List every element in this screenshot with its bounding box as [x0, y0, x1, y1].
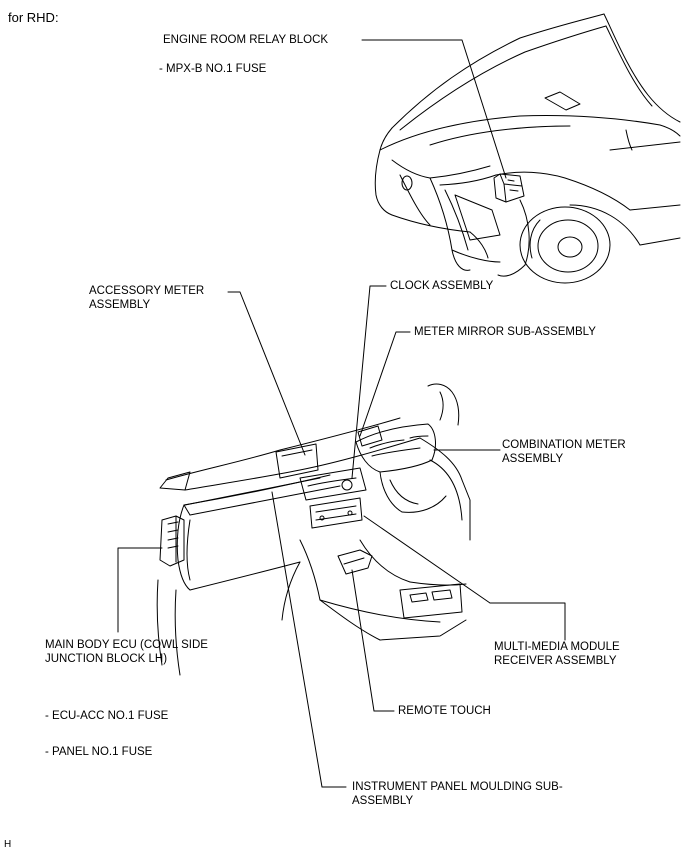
car-front-drawing	[374, 13, 681, 284]
leader-lines	[117, 39, 566, 788]
label-remote-touch: REMOTE TOUCH	[398, 705, 491, 717]
figure-code: H	[4, 839, 12, 850]
label-multi-media-module: MULTI-MEDIA MODULE RECEIVER ASSEMBLY	[494, 641, 620, 667]
label-panel-fuse: - PANEL NO.1 FUSE	[45, 746, 153, 758]
label-mpx-b-fuse: - MPX-B NO.1 FUSE	[159, 63, 267, 75]
label-main-body-ecu: MAIN BODY ECU (COWL SIDE JUNCTION BLOCK …	[45, 639, 208, 665]
label-meter-mirror: METER MIRROR SUB-ASSEMBLY	[414, 326, 596, 338]
label-combination-meter: COMBINATION METER ASSEMBLY	[502, 439, 626, 465]
page-title: for RHD:	[8, 10, 59, 25]
dashboard-drawing	[156, 383, 471, 676]
label-ecu-acc-fuse: - ECU-ACC NO.1 FUSE	[45, 710, 169, 722]
label-instrument-panel-moulding: INSTRUMENT PANEL MOULDING SUB- ASSEMBLY	[352, 781, 563, 807]
label-engine-room-relay-block: ENGINE ROOM RELAY BLOCK	[163, 34, 329, 46]
label-clock-assembly: CLOCK ASSEMBLY	[390, 280, 494, 292]
label-accessory-meter: ACCESSORY METER ASSEMBLY	[89, 285, 205, 311]
